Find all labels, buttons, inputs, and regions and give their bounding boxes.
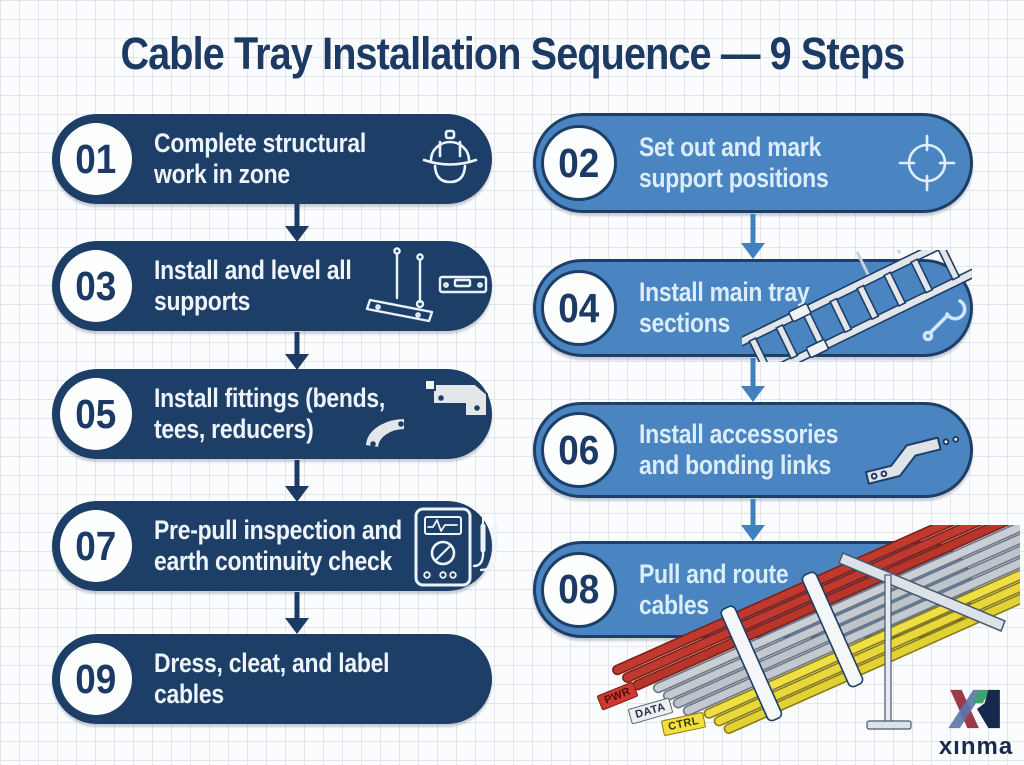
step-number-badge: 04 [541, 270, 617, 346]
step-label: Set out and mark support positions [639, 132, 829, 193]
flow-arrow-05-07 [285, 460, 309, 502]
step-card-02: 02 Set out and mark support positions [533, 113, 973, 213]
flow-arrow-02-04 [741, 214, 765, 259]
step-label: Complete structural work in zone [154, 128, 366, 189]
flow-arrow-01-03 [285, 204, 309, 242]
brand-logo-text: xınma [938, 733, 1014, 760]
wrench-icon [922, 299, 967, 342]
step-card-04: 04 Install main tray sections [533, 259, 973, 357]
ladder-tray-illustration [742, 250, 972, 362]
multimeter-icon [414, 507, 498, 587]
step-number-badge: 06 [541, 412, 617, 488]
flow-arrow-03-05 [285, 332, 309, 370]
bonding-link-icon [864, 435, 960, 485]
step-number-badge: 07 [60, 510, 132, 582]
trapeze-support [838, 552, 1006, 730]
bend-and-tee-fittings-icon [363, 379, 488, 450]
step-card-06: 06 Install accessories and bonding links [533, 402, 973, 498]
step-label: Dress, cleat, and label cables [154, 648, 390, 709]
step-label: Install accessories and bonding links [639, 419, 839, 480]
xm-logo-icon [948, 689, 1000, 729]
cable-bundle-illustration [612, 525, 1020, 734]
step-number: 01 [75, 135, 117, 182]
step-number: 07 [75, 522, 117, 569]
step-number: 02 [558, 139, 600, 186]
crosshair-icon [898, 134, 956, 192]
step-label: Pull and route cables [639, 558, 789, 620]
flow-arrow-07-09 [285, 592, 309, 634]
hard-hat-icon [422, 129, 478, 184]
step-number: 03 [75, 262, 117, 309]
brand-logo: xınma [930, 688, 1022, 761]
step-number: 04 [558, 284, 600, 331]
step-number: 05 [75, 390, 117, 437]
step-card-05: 05 Install fittings (bends, tees, reduce… [52, 369, 492, 459]
step-number-badge: 01 [60, 123, 132, 195]
step-label: Install fittings (bends, tees, reducers) [154, 383, 386, 444]
step-number-badge: 02 [541, 125, 617, 201]
cable-cleat [801, 571, 864, 688]
step-card-07: 07 Pre-pull inspection and earth continu… [52, 501, 492, 591]
step-number-badge: 08 [541, 551, 617, 628]
step-label: Install main tray sections [639, 277, 810, 338]
page-title: Cable Tray Installation Sequence — 9 Ste… [120, 28, 905, 79]
step-card-01: 01 Complete structural work in zone [52, 114, 492, 204]
step-number: 08 [558, 566, 600, 612]
step-number-badge: 09 [60, 643, 132, 715]
step-number: 09 [75, 655, 117, 702]
step-number-badge: 03 [60, 250, 132, 322]
step-card-09: 09 Dress, cleat, and label cables [52, 634, 492, 724]
flow-arrow-06-08 [741, 499, 765, 541]
cable-cleat [720, 605, 783, 722]
support-rods-and-level-icon [365, 247, 488, 323]
step-label: Pre-pull inspection and earth continuity… [154, 515, 402, 576]
step-label: Install and level all supports [154, 255, 352, 316]
step-number-badge: 05 [60, 378, 132, 450]
flow-arrow-04-06 [741, 358, 765, 402]
step-number: 06 [558, 426, 600, 473]
